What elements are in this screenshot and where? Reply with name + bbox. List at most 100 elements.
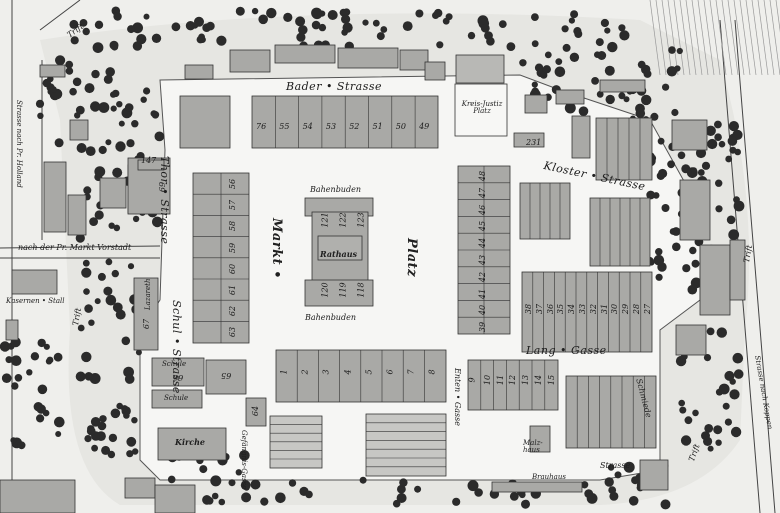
tree-symbol — [11, 382, 19, 390]
tree-symbol — [609, 491, 619, 501]
tree-symbol — [152, 216, 163, 228]
thor-strasse-label: Thor • Strasse — [158, 156, 171, 245]
tree-symbol — [690, 277, 702, 289]
tree-symbol — [707, 138, 718, 150]
tree-symbol — [445, 13, 453, 21]
enten-lot-10: 10 — [482, 374, 492, 386]
tree-symbol — [79, 19, 88, 27]
tree-symbol — [127, 263, 135, 270]
tree-symbol — [295, 16, 306, 27]
south-lot-4: 4 — [343, 369, 353, 375]
tree-symbol — [72, 77, 82, 87]
thor-lot-60: 60 — [228, 263, 238, 274]
tree-symbol — [98, 145, 107, 155]
tree-symbol — [89, 217, 98, 227]
thor-lot-62: 62 — [228, 306, 238, 317]
outbuilding — [67, 194, 87, 236]
tree-symbol — [402, 21, 413, 31]
tree-symbol — [668, 46, 676, 54]
outbuilding — [679, 179, 711, 241]
tree-symbol — [105, 139, 112, 146]
tree-symbol — [396, 493, 407, 503]
tree-symbol — [658, 168, 668, 179]
tree-symbol — [37, 338, 46, 348]
lang-lot-34: 34 — [567, 303, 577, 315]
tree-symbol — [506, 42, 516, 51]
lot-64-block — [245, 397, 267, 427]
tree-symbol — [733, 369, 744, 379]
tree-symbol — [55, 431, 62, 437]
tree-symbol — [112, 89, 120, 98]
thor-lot-63: 63 — [228, 327, 238, 338]
tree-symbol — [596, 90, 604, 98]
south-lot-8: 8 — [427, 369, 437, 375]
tree-symbol — [569, 52, 580, 62]
tree-symbol — [14, 374, 23, 382]
bader-strasse-label: Bader • Strasse — [286, 80, 383, 93]
tree-symbol — [266, 7, 277, 19]
tree-symbol — [669, 228, 677, 235]
tree-symbol — [568, 17, 576, 24]
tree-symbol — [210, 475, 222, 487]
tree-symbol — [704, 424, 714, 433]
lot-147-block — [137, 159, 165, 171]
south-lot-1: 1 — [279, 369, 289, 375]
tree-symbol — [362, 19, 369, 26]
outbuilding — [555, 89, 585, 105]
tree-symbol — [258, 14, 269, 25]
lot-99: 99 — [173, 374, 184, 383]
tree-symbol — [716, 327, 727, 338]
tree-symbol — [116, 402, 123, 410]
tree-symbol — [103, 286, 113, 296]
tree-symbol — [311, 20, 321, 30]
tree-symbol — [618, 92, 626, 100]
kirche-label: Kirche — [175, 437, 205, 447]
tree-symbol — [604, 477, 614, 487]
tree-symbol — [154, 131, 165, 142]
rathaus-hall — [317, 235, 363, 261]
tree-symbol — [132, 448, 139, 455]
tree-symbol — [37, 384, 48, 395]
south-outbuilding-2 — [154, 484, 196, 513]
tree-symbol — [276, 492, 284, 500]
platz-lot-46: 46 — [478, 204, 488, 215]
rathaus-label: Rathaus — [320, 249, 358, 259]
tree-symbol — [84, 83, 95, 94]
tree-symbol — [706, 327, 715, 336]
tree-symbol — [211, 492, 219, 500]
tree-symbol — [734, 148, 741, 156]
tree-symbol — [467, 480, 479, 492]
tree-symbol — [35, 99, 45, 108]
kloster-block-north — [595, 117, 653, 181]
tree-symbol — [235, 469, 242, 476]
schule-1-block — [151, 357, 205, 387]
tree-symbol — [126, 139, 135, 148]
tree-symbol — [53, 352, 63, 362]
bader-lot-52: 52 — [349, 122, 360, 131]
tree-symbol — [628, 496, 639, 506]
small-west-block — [5, 319, 19, 341]
tree-symbol — [167, 475, 176, 484]
bader-lot-49: 49 — [419, 122, 430, 131]
tree-symbol — [531, 13, 539, 21]
tree-symbol — [376, 32, 385, 41]
tree-symbol — [151, 33, 162, 43]
tree-symbol — [54, 416, 65, 428]
tree-symbol — [341, 14, 351, 24]
tree-symbol — [657, 137, 665, 145]
tree-symbol — [678, 399, 685, 407]
tree-symbol — [132, 215, 140, 223]
tree-symbol — [17, 441, 26, 450]
tree-symbol — [124, 103, 134, 112]
tree-symbol — [705, 125, 716, 136]
lang-lot-33: 33 — [578, 303, 588, 315]
enten-gasse-label: Enten • Gasse — [453, 368, 462, 427]
tree-symbol — [467, 31, 476, 40]
tree-symbol — [74, 112, 81, 119]
tree-symbol — [641, 64, 651, 75]
tree-symbol — [676, 47, 683, 55]
tree-symbol — [715, 439, 722, 446]
markt-label: Markt • — [269, 218, 284, 280]
tree-symbol — [131, 417, 138, 424]
schule-2-block — [151, 389, 203, 409]
